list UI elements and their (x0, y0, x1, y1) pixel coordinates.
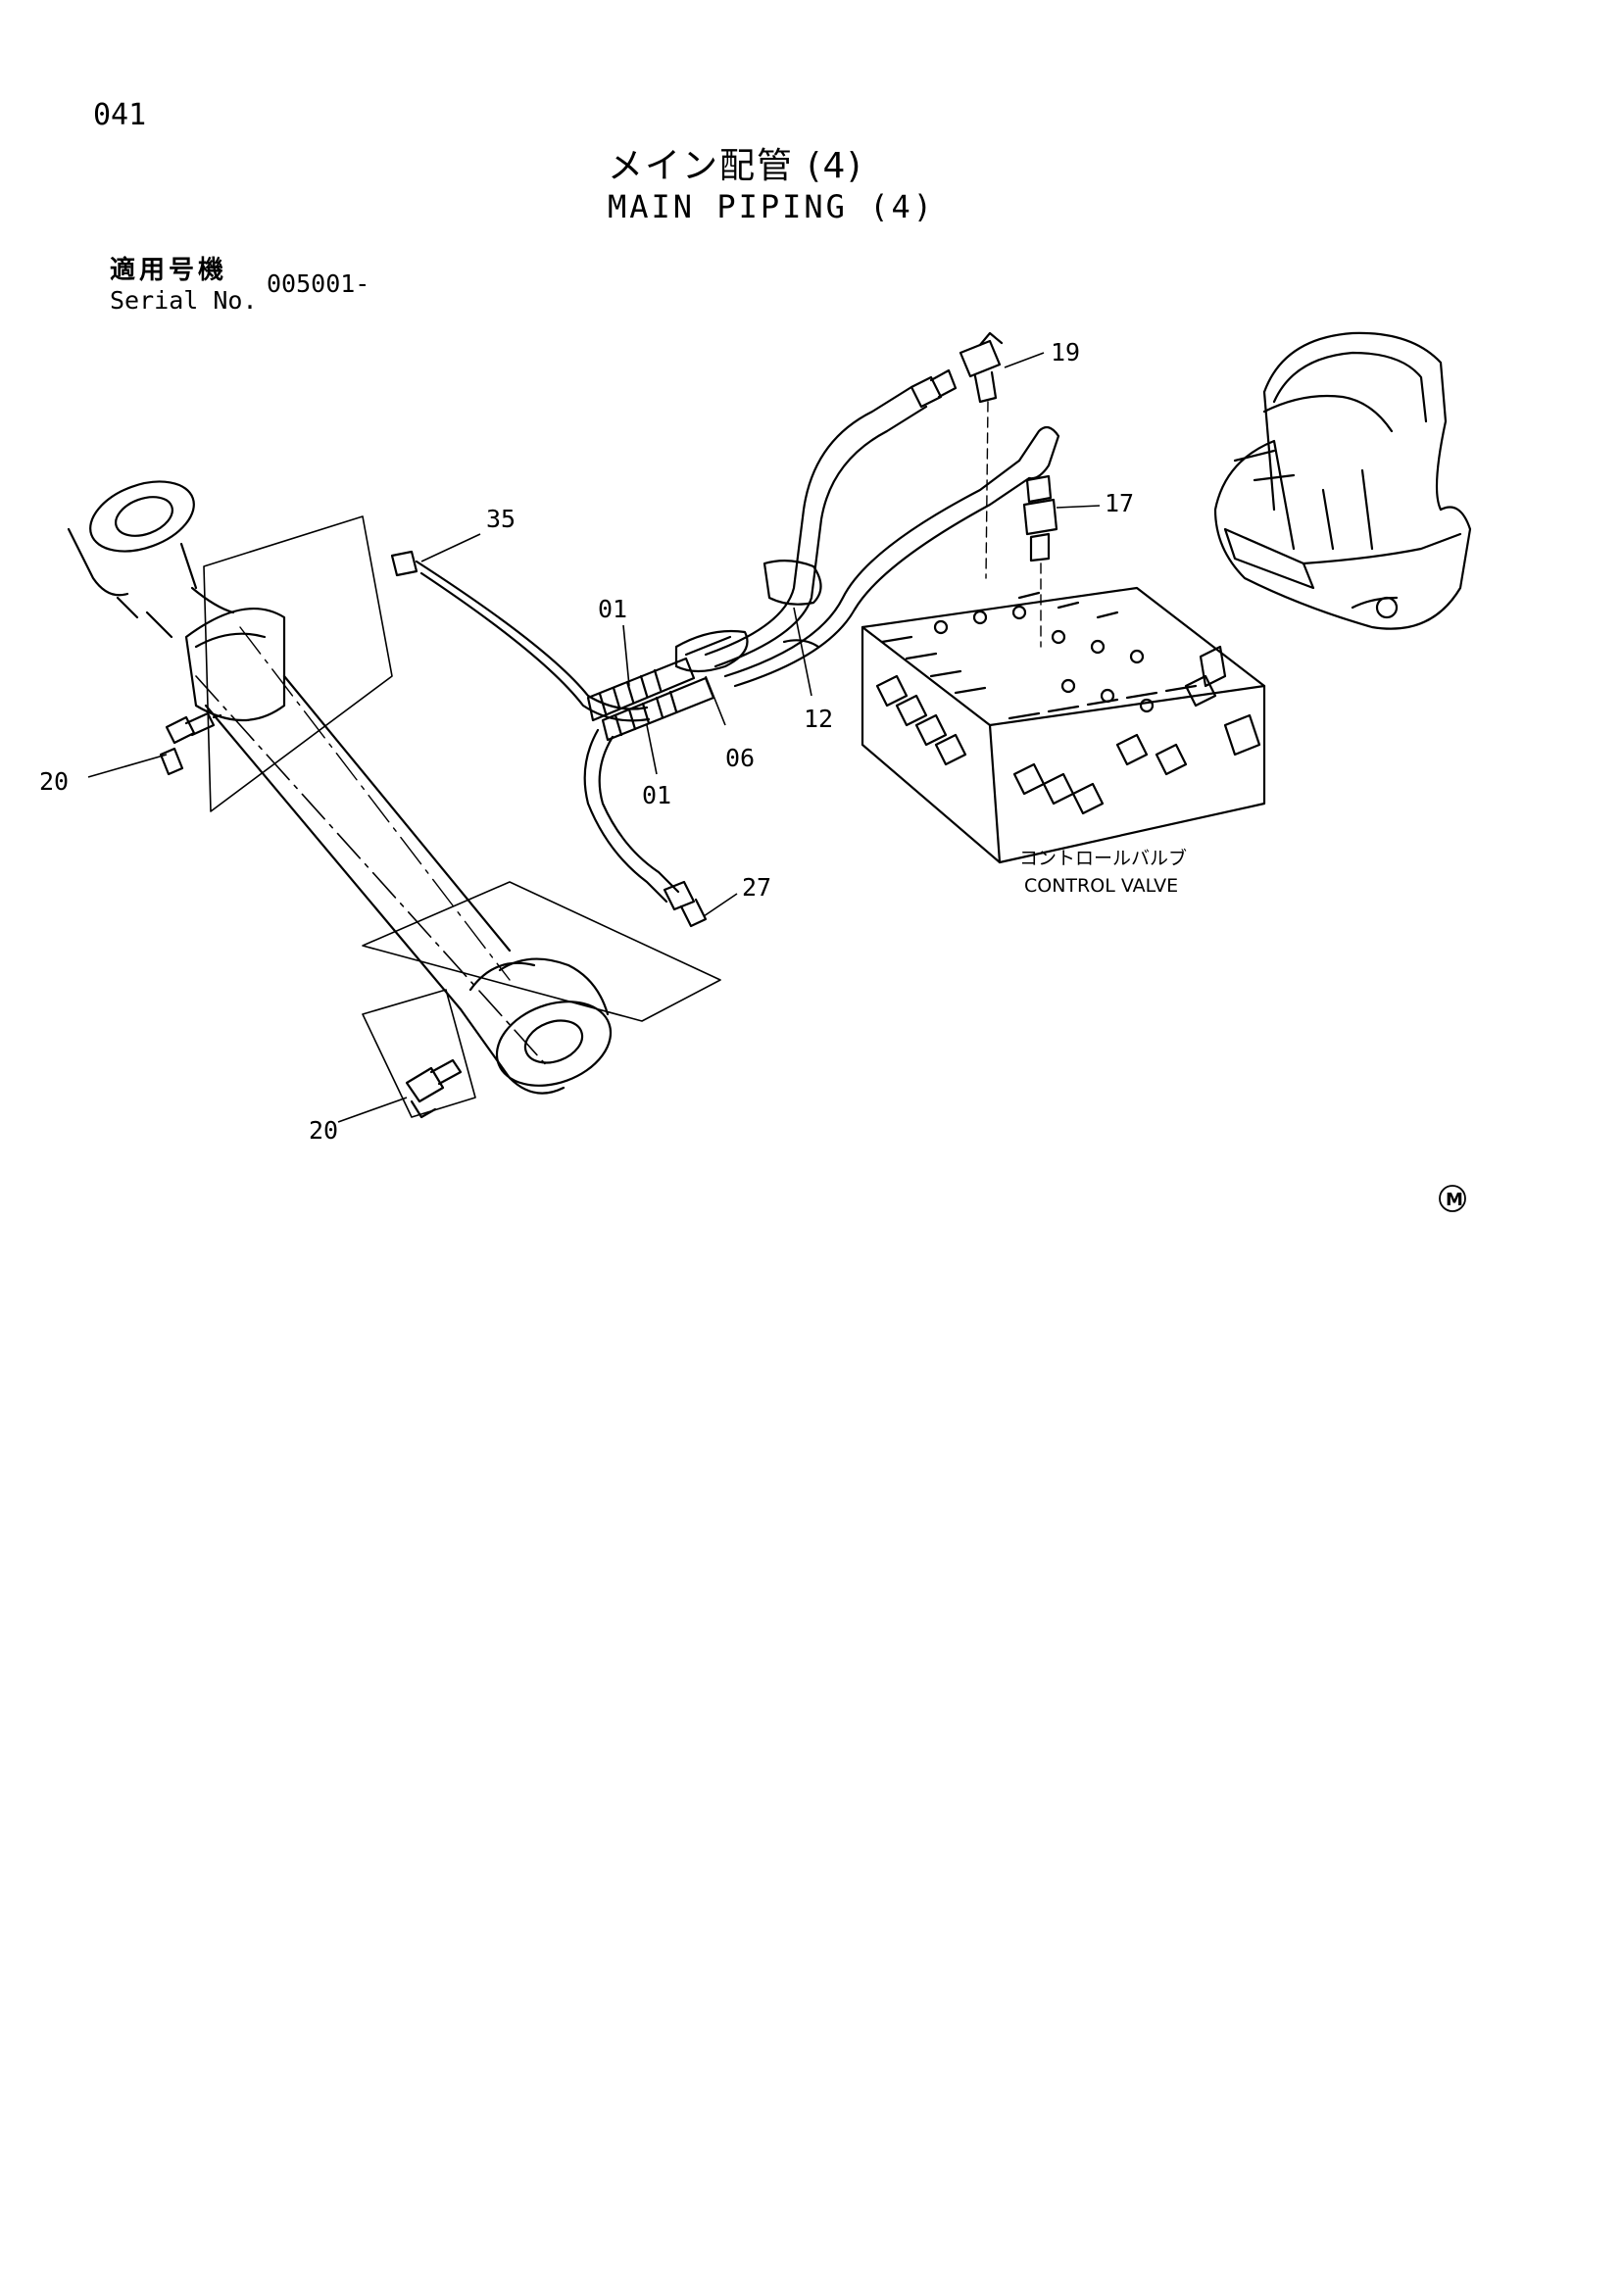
callout-27: 27 (742, 873, 771, 902)
control-valve-drawing (861, 586, 1266, 864)
callout-17: 17 (1105, 489, 1134, 517)
fitting-20-lower (405, 1058, 463, 1119)
callout-01-lower: 01 (642, 781, 671, 809)
callout-20-lower: 20 (309, 1116, 338, 1145)
leader-27 (703, 893, 738, 917)
m-mark-circle (1439, 1185, 1466, 1212)
leader-20a (87, 754, 168, 778)
leader-06 (705, 675, 726, 726)
control-valve-label: CONTROL VALVE (1024, 875, 1178, 897)
leader-35 (420, 533, 481, 562)
page-number: 041 (93, 98, 147, 132)
hydraulic-cylinder-drawing (67, 480, 721, 1118)
callout-35: 35 (486, 505, 516, 533)
leader-20b (337, 1097, 408, 1123)
serial-label: Serial No. (110, 286, 258, 315)
leader-17 (1056, 505, 1101, 509)
hose-35 (390, 550, 651, 722)
callout-06: 06 (725, 744, 755, 772)
serial-label-japanese: 適用号機 (110, 256, 228, 285)
leader-19 (1004, 352, 1045, 368)
leader-01b (646, 724, 658, 775)
callout-01-upper: 01 (598, 595, 627, 623)
fitting-20-upper (159, 711, 222, 776)
m-mark-letter: M (1446, 1190, 1463, 1210)
fitting-17 (1022, 474, 1058, 648)
control-valve-label-japanese: コントロールバルブ (1019, 847, 1187, 869)
page-title-japanese: メイン配管 (4) (608, 146, 863, 186)
hose-bundle (583, 368, 1060, 928)
leader-01a (622, 624, 630, 687)
page-title: MAIN PIPING (4) (608, 188, 935, 225)
excavator-cab-drawing (1213, 331, 1472, 630)
serial-number-value: 005001- (267, 269, 370, 298)
callout-12: 12 (804, 705, 833, 733)
callout-19: 19 (1051, 338, 1080, 366)
callout-20-upper: 20 (39, 767, 69, 796)
fitting-19 (959, 331, 1004, 579)
leader-12 (793, 607, 812, 697)
